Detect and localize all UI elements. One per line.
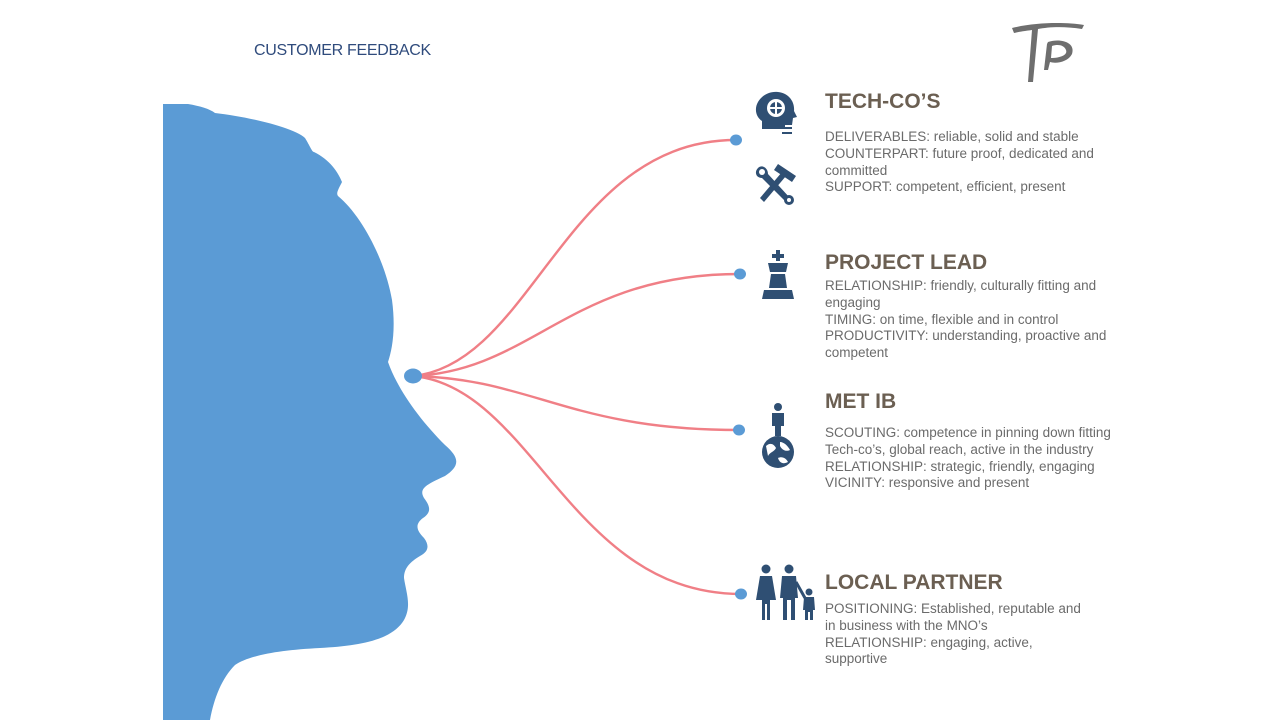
connector-project-lead-node bbox=[734, 268, 746, 280]
section-body-project-lead: RELATIONSHIP: friendly, culturally fitti… bbox=[825, 278, 1117, 362]
section-line: PRODUCTIVITY: understanding, proactive a… bbox=[825, 328, 1107, 361]
section-line: VICINITY: responsive and present bbox=[825, 475, 1030, 491]
person-on-globe-icon bbox=[762, 403, 794, 468]
section-title-tech-cos: TECH-CO’S bbox=[825, 90, 941, 113]
connector-group bbox=[412, 138, 742, 596]
connector-project-lead bbox=[412, 272, 741, 378]
section-line: RELATIONSHIP: friendly, culturally fitti… bbox=[825, 278, 1097, 310]
chess-king-icon bbox=[762, 250, 794, 299]
connector-tech-cos-node bbox=[730, 134, 742, 146]
section-line: TIMING: on time, flexible and in control bbox=[825, 311, 1059, 327]
section-body-tech-cos: DELIVERABLES: reliable, solid and stable… bbox=[825, 129, 1117, 196]
section-line: COUNTERPART: future proof, dedicated and… bbox=[825, 145, 1094, 178]
page-title: CUSTOMER FEEDBACK bbox=[254, 42, 431, 59]
tools-icon bbox=[755, 164, 796, 205]
node-group bbox=[404, 134, 747, 600]
section-title-local-partner: LOCAL PARTNER bbox=[825, 571, 1003, 594]
section-body-met-ib: SCOUTING: competence in pinning down fit… bbox=[825, 425, 1125, 492]
connector-met-ib-node bbox=[733, 424, 745, 436]
section-line: SCOUTING: competence in pinning down fit… bbox=[825, 425, 1111, 457]
section-line: SUPPORT: competent, efficient, present bbox=[825, 179, 1066, 195]
section-title-met-ib: MET IB bbox=[825, 390, 897, 413]
connector-local-partner bbox=[412, 374, 742, 596]
section-line: RELATIONSHIP: engaging, active, supporti… bbox=[825, 634, 1033, 667]
brain-head-icon bbox=[755, 91, 797, 134]
connector-local-partner-node bbox=[735, 588, 747, 600]
head-silhouette bbox=[163, 104, 457, 720]
section-line: RELATIONSHIP: strategic, friendly, engag… bbox=[825, 458, 1095, 474]
connector-met-ib bbox=[412, 374, 740, 432]
section-line: DELIVERABLES: reliable, solid and stable bbox=[825, 129, 1079, 144]
family-icon bbox=[756, 564, 815, 620]
section-title-project-lead: PROJECT LEAD bbox=[825, 251, 988, 274]
section-line: POSITIONING: Established, reputable and … bbox=[825, 601, 1081, 633]
connector-tech-cos bbox=[412, 138, 737, 378]
eye-node bbox=[404, 368, 422, 384]
section-body-local-partner: POSITIONING: Established, reputable and … bbox=[825, 601, 1095, 668]
company-logo bbox=[1012, 23, 1084, 82]
